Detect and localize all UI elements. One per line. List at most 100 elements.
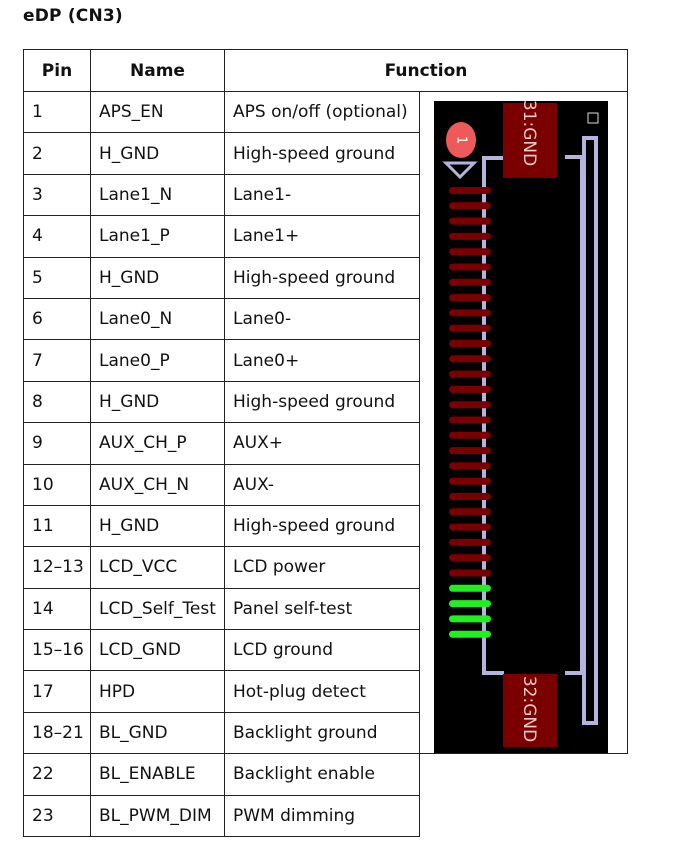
signal-pad: [449, 584, 491, 592]
function-cell: LCD ground: [224, 629, 420, 672]
function-cell: High-speed ground: [224, 256, 420, 299]
function-cell: High-speed ground: [224, 504, 420, 548]
mounting-pad-32: [503, 674, 557, 747]
signal-pad: [449, 232, 491, 240]
function-cell: Hot-plug detect: [224, 670, 420, 713]
pin1-marker: [446, 122, 476, 158]
pin1-arrow-icon: [442, 161, 478, 180]
pin-cell: 15–16: [23, 629, 91, 672]
name-cell: BL_PWM_DIM: [90, 794, 225, 838]
pin-cell: 22: [23, 753, 91, 796]
name-cell: Lane1_N: [90, 173, 225, 217]
name-cell: LCD_GND: [90, 629, 225, 672]
signal-pad: [449, 309, 491, 317]
signal-pad: [449, 600, 491, 608]
signal-pad: [449, 447, 491, 455]
signal-pad: [449, 538, 491, 546]
header-pin: Pin: [23, 49, 91, 92]
pad-31-label: 31:GND: [519, 101, 539, 166]
expand-icon: [587, 112, 599, 124]
name-cell: AUX_CH_P: [90, 422, 225, 465]
signal-pad: [449, 202, 491, 210]
signal-pad: [449, 294, 491, 302]
name-cell: H_GND: [90, 380, 225, 424]
pin-cell: 8: [23, 380, 91, 424]
pin-cell: 5: [23, 256, 91, 299]
signal-pad: [449, 523, 491, 531]
pin-cell: 11: [23, 504, 91, 548]
table-header-row: Pin Name Function: [23, 49, 628, 92]
signal-pad: [449, 187, 491, 194]
name-cell: HPD: [90, 670, 225, 713]
function-cell: PWM dimming: [224, 794, 420, 838]
signal-pad: [449, 493, 491, 500]
function-cell: AUX-: [224, 463, 420, 506]
name-cell: Lane0_P: [90, 339, 225, 382]
header-name: Name: [90, 49, 225, 92]
name-cell: H_GND: [90, 504, 225, 548]
pin-cell: 2: [23, 132, 91, 175]
function-cell: High-speed ground: [224, 380, 420, 424]
pin-cell: 12–13: [23, 546, 91, 589]
pad-32-label: 32:GND: [519, 676, 539, 742]
signal-pad: [449, 569, 491, 577]
signal-pad: [449, 508, 491, 516]
signal-pad: [449, 630, 491, 638]
function-cell: Backlight ground: [224, 711, 420, 755]
signal-pad: [449, 385, 491, 393]
name-cell: Lane1_P: [90, 215, 225, 258]
function-cell: Lane0-: [224, 297, 420, 341]
function-cell: APS on/off (optional): [224, 90, 420, 134]
signal-pad: [449, 401, 491, 409]
pin1-marker-label: 1: [454, 136, 469, 144]
name-cell: LCD_Self_Test: [90, 587, 225, 631]
signal-pad: [449, 340, 491, 347]
pin-cell: 18–21: [23, 711, 91, 755]
outline-trace-left: [482, 156, 504, 675]
name-cell: AUX_CH_N: [90, 463, 225, 506]
pin-cell: 10: [23, 463, 91, 506]
function-cell: AUX+: [224, 422, 420, 465]
name-cell: H_GND: [90, 256, 225, 299]
pin-cell: 6: [23, 297, 91, 341]
pin-cell: 3: [23, 173, 91, 217]
function-cell: Lane0+: [224, 339, 420, 382]
board-background: [434, 101, 608, 753]
outline-trace-right: [582, 136, 598, 725]
signal-pad: [449, 477, 491, 485]
name-cell: BL_GND: [90, 711, 225, 755]
name-cell: Lane0_N: [90, 297, 225, 341]
signal-pad: [449, 263, 491, 271]
signal-pad: [449, 615, 491, 623]
signal-pad: [449, 431, 491, 439]
signal-pad: [449, 355, 491, 363]
signal-pad: [449, 217, 491, 225]
header-function: Function: [224, 49, 628, 92]
pin-cell: 4: [23, 215, 91, 258]
function-cell: LCD power: [224, 546, 420, 589]
signal-pad: [449, 324, 491, 332]
pin-cell: 23: [23, 794, 91, 838]
name-cell: APS_EN: [90, 90, 225, 134]
signal-pad: [449, 370, 491, 378]
function-cell: Backlight enable: [224, 753, 420, 796]
connector-footprint-cell: 31:GND 32:GND 1: [419, 90, 628, 755]
section-title: eDP (CN3): [23, 6, 123, 26]
pin-cell: 14: [23, 587, 91, 631]
function-cell: High-speed ground: [224, 132, 420, 175]
signal-pad: [449, 416, 491, 424]
function-cell: Lane1-: [224, 173, 420, 217]
